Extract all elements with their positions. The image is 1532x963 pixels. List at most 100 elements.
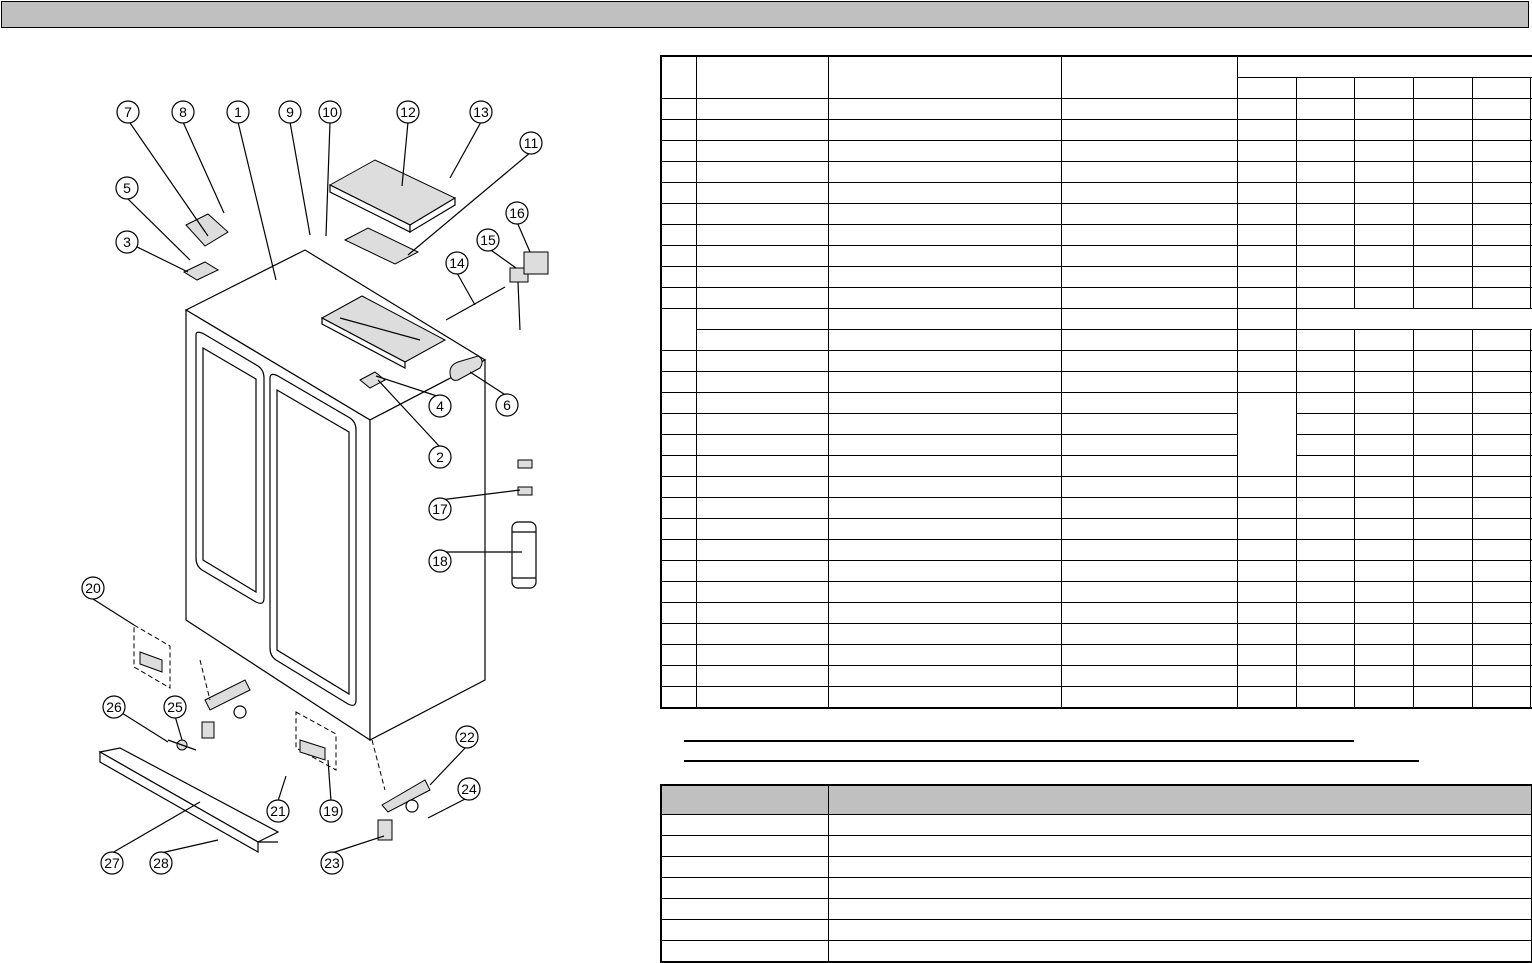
table-cell — [1295, 392, 1355, 414]
table-cell — [660, 287, 697, 309]
table-cell — [1236, 392, 1297, 477]
control-box — [320, 295, 447, 369]
table-cell — [1060, 308, 1238, 330]
table-row — [660, 602, 1532, 624]
svg-text:8: 8 — [179, 104, 187, 120]
table-cell — [1353, 413, 1414, 435]
table-cell — [1236, 686, 1297, 709]
table-cell — [660, 665, 697, 687]
legend-cell — [660, 919, 829, 941]
table-cell — [1353, 140, 1414, 162]
table-cell — [1295, 161, 1355, 183]
table-cell — [1353, 224, 1414, 246]
table-cell — [660, 98, 697, 120]
table-cell — [660, 560, 697, 582]
legend-cell — [827, 784, 1532, 815]
leg-22-23 — [377, 779, 431, 841]
table-cell — [1060, 413, 1238, 435]
table-cell — [827, 665, 1062, 687]
legend-row — [660, 835, 1532, 857]
table-cell — [1412, 161, 1473, 183]
legend-row — [660, 940, 1532, 963]
legend-cell — [660, 898, 829, 920]
table-cell — [1295, 329, 1355, 351]
legend-row — [660, 856, 1532, 878]
table-cell — [1295, 665, 1355, 687]
table-cell — [660, 518, 697, 540]
table-cell — [1295, 266, 1355, 288]
table-cell — [1295, 371, 1355, 393]
underline-2 — [684, 760, 1419, 762]
svg-text:17: 17 — [432, 501, 448, 517]
table-cell — [1295, 245, 1355, 267]
table-cell — [1412, 518, 1473, 540]
svg-text:6: 6 — [503, 397, 511, 413]
legend-cell — [827, 856, 1532, 878]
table-cell — [1060, 539, 1238, 561]
callout-8: 8 — [171, 100, 195, 124]
parts-list-table — [660, 55, 1532, 709]
bottom-hinge-right — [295, 711, 337, 771]
table-cell — [1353, 686, 1414, 709]
table-row — [660, 287, 1532, 309]
table-cell — [695, 644, 829, 666]
table-cell — [660, 203, 697, 225]
table-cell — [1353, 182, 1414, 204]
table-cell — [827, 581, 1062, 603]
table-row — [660, 392, 1532, 477]
table-cell — [1471, 350, 1531, 372]
svg-text:12: 12 — [400, 104, 416, 120]
table-cell — [1471, 203, 1531, 225]
table-cell — [1295, 140, 1355, 162]
table-cell — [1412, 329, 1473, 351]
table-cell — [1236, 98, 1297, 120]
table-cell — [827, 434, 1062, 456]
table-cell — [695, 98, 829, 120]
table-cell — [827, 224, 1062, 246]
svg-text:7: 7 — [124, 104, 132, 120]
svg-text:15: 15 — [480, 232, 496, 248]
legend-cell — [827, 877, 1532, 899]
table-cell — [695, 539, 829, 561]
table-cell — [1060, 644, 1238, 666]
table-cell — [695, 497, 829, 519]
table-cell — [1412, 665, 1473, 687]
table-cell — [1471, 245, 1531, 267]
table-cell — [1236, 518, 1297, 540]
callout-15: 15 — [476, 228, 500, 252]
svg-text:14: 14 — [449, 255, 465, 271]
table-cell — [1236, 224, 1297, 246]
table-cell — [1353, 392, 1414, 414]
table-cell — [1236, 350, 1297, 372]
table-cell — [695, 224, 829, 246]
table-cell — [1412, 182, 1473, 204]
header-cell — [1353, 77, 1414, 99]
callout-24: 24 — [457, 777, 481, 801]
table-cell — [660, 644, 697, 666]
legend-cell — [660, 814, 829, 836]
callout-25: 25 — [163, 695, 187, 719]
table-cell — [1236, 371, 1297, 393]
table-cell — [1471, 182, 1531, 204]
table-cell — [1236, 140, 1297, 162]
table-cell — [1529, 686, 1532, 709]
table-cell — [1353, 329, 1414, 351]
table-cell — [1295, 455, 1355, 477]
callout-3: 3 — [115, 230, 139, 254]
table-cell — [1471, 518, 1531, 540]
table-cell — [1060, 329, 1238, 351]
table-cell — [695, 140, 829, 162]
table-cell — [1353, 98, 1414, 120]
table-cell — [1471, 476, 1531, 498]
header-cell — [1295, 77, 1355, 99]
top-cover-12 — [328, 159, 457, 234]
table-cell — [695, 287, 829, 309]
table-cell — [660, 497, 697, 519]
table-cell — [695, 665, 829, 687]
table-cell — [827, 371, 1062, 393]
table-row — [660, 182, 1532, 204]
legend-row — [660, 898, 1532, 920]
table-row — [660, 371, 1532, 393]
callout-13: 13 — [469, 100, 493, 124]
table-cell — [1060, 518, 1238, 540]
